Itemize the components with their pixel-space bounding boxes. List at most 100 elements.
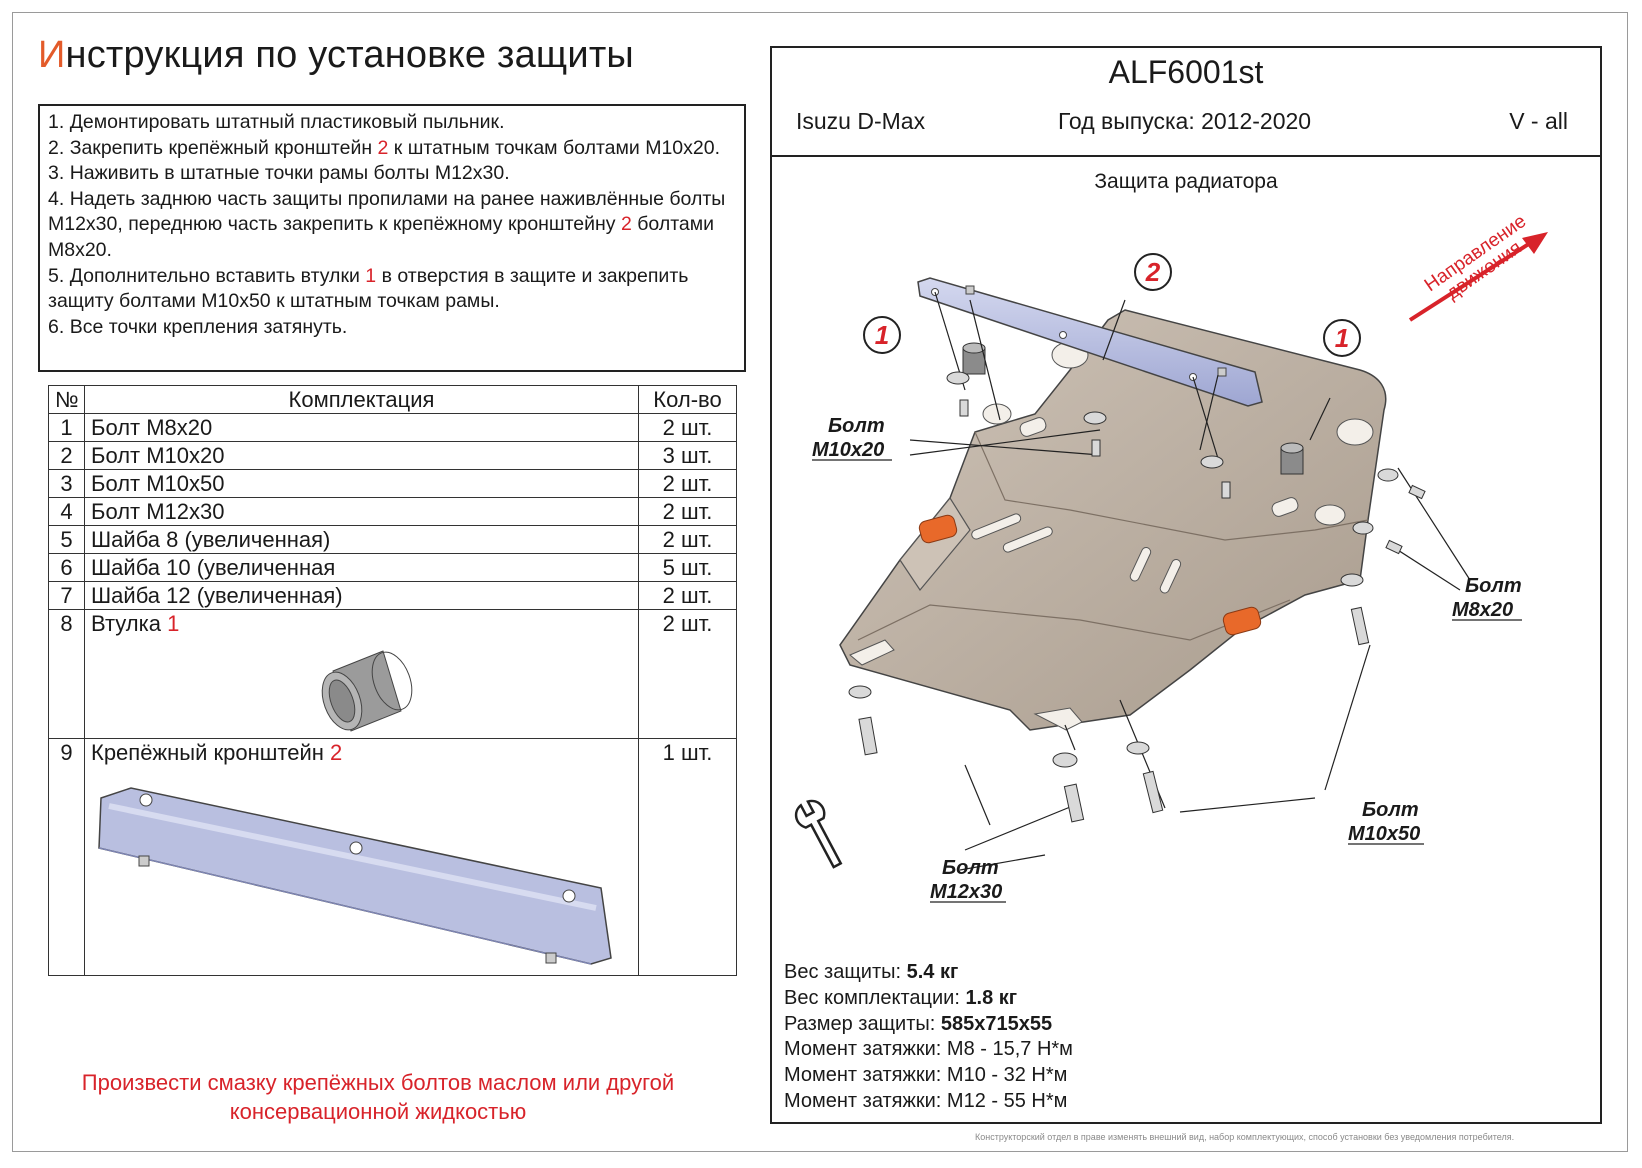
kit-item-name: Болт М12х30: [84, 497, 639, 526]
leader-lines: [909, 291, 1471, 871]
bolt-label-m8x20-line2: М8х20: [1452, 599, 1513, 621]
spec-label: Вес комплектации:: [784, 986, 966, 1009]
spec-line: Момент затяжки: М10 - 32 Н*м: [784, 1063, 1073, 1089]
part-reference: 1: [365, 264, 377, 287]
step-number: 6.: [48, 315, 70, 338]
bolt-label-m10x20-line1: Болт: [828, 415, 885, 437]
step-text: Наживить в штатные точки рамы болты М12х…: [69, 162, 510, 185]
brand-badge-right: [1222, 606, 1262, 636]
sleeve-image: [321, 650, 413, 732]
kit-item-name: Болт М10х50: [84, 469, 639, 498]
part-reference: 2: [620, 213, 632, 236]
step-number: 3.: [48, 162, 70, 185]
spec-label: Вес защиты:: [784, 961, 907, 983]
step-text: Все точки крепления затянуть.: [69, 315, 348, 338]
wrench-icon: [794, 799, 843, 869]
kit-item-number: 1: [48, 413, 85, 442]
bolt-label-m12x30: Болт М12х30: [930, 857, 1006, 903]
spec-line: Вес защиты: 5.4 кг: [784, 960, 1073, 986]
bolt-label-m10x50-line1: Болт: [1362, 799, 1419, 821]
spec-line: Вес комплектации: 1.8 кг: [784, 986, 1073, 1012]
callout-1-right: 1: [1323, 319, 1361, 357]
kit-item-name: Шайба 10 (увеличенная: [84, 553, 639, 582]
disclaimer-text: Конструкторский отдел в праве изменять в…: [975, 1132, 1515, 1142]
step-number: 5.: [48, 264, 70, 287]
installation-steps: 1. Демонтировать штатный пластиковый пыл…: [38, 104, 746, 372]
step-4: 4. Надеть заднюю часть защиты пропилами …: [48, 187, 736, 264]
kit-item-name: Шайба 12 (увеличенная): [84, 581, 639, 610]
kit-item-name: Шайба 8 (увеличенная): [84, 525, 639, 554]
kit-item-quantity: 2 шт.: [638, 413, 737, 442]
kit-item-quantity: 2 шт.: [638, 525, 737, 554]
exploded-view-drawing: 1 2 1 Направление движения Болт М10х20 Б…: [794, 211, 1548, 903]
kit-item-quantity: 5 шт.: [638, 553, 737, 582]
kit-item-quantity: 3 шт.: [638, 441, 737, 470]
kit-item-quantity: 2 шт.: [638, 581, 737, 610]
spec-line: Размер защиты: 585х715х55: [784, 1012, 1073, 1038]
spec-value: 5.4 кг: [906, 961, 959, 983]
direction-indicator: Направление движения: [1408, 211, 1548, 322]
bolt-label-m12x30-line1: Болт: [942, 857, 999, 879]
sleeve-right: [1280, 442, 1304, 475]
callout-2: 2: [1134, 253, 1172, 291]
step-text: Демонтировать штатный пластиковый пыльни…: [69, 111, 505, 133]
step-text: Дополнительно вставить втулки: [69, 264, 366, 287]
step-3: 3. Наживить в штатные точки рамы болты М…: [48, 161, 736, 187]
bolt-label-m8x20-line1: Болт: [1465, 575, 1522, 597]
step-number: 4.: [48, 187, 70, 210]
kit-item-name-text: Болт М10х20: [91, 443, 225, 468]
part-reference: 1: [167, 611, 180, 636]
kit-item-name: Втулка 1: [84, 609, 639, 739]
spec-value: М10 - 32 Н*м: [946, 1064, 1068, 1087]
production-years: Год выпуска: 2012-2020: [1058, 108, 1312, 134]
step-5: 5. Дополнительно вставить втулки 1 в отв…: [48, 264, 736, 315]
kit-item-number: 4: [48, 497, 85, 526]
bolt-label-m12x30-line2: М12х30: [930, 881, 1002, 903]
bolt-label-m10x50: Болт М10х50: [1348, 799, 1424, 845]
kit-item-number: 3: [48, 469, 85, 498]
step-text: болтами М8х20.: [48, 213, 715, 261]
kit-item-name-text: Шайба 12 (увеличенная): [91, 583, 343, 608]
step-1: 1. Демонтировать штатный пластиковый пыл…: [48, 110, 736, 136]
callout-1-left: 1: [863, 316, 901, 354]
product-panel: ALF6001st Isuzu D-Max Год выпуска: 2012-…: [770, 46, 1602, 1124]
kit-item-quantity: 2 шт.: [638, 609, 737, 739]
page-frame: [12, 12, 1628, 1152]
kit-item-name: Болт М10х20: [84, 441, 639, 470]
step-text: к штатным точкам болтами М10х20.: [388, 136, 721, 159]
kit-item-number: 8: [48, 609, 85, 739]
bolt-label-m10x50-line2: М10х50: [1348, 823, 1420, 845]
kit-item-name-text: Шайба 8 (увеличенная): [91, 527, 331, 552]
spec-value: М12 - 55 Н*м: [946, 1089, 1068, 1112]
spec-value: 585х715х55: [940, 1012, 1053, 1035]
brand-badge-left: [918, 514, 958, 544]
kit-item-name-text: Крепёжный кронштейн: [91, 740, 331, 765]
page-title: Инструкция по установке защиты: [38, 34, 634, 77]
kit-header-name: Комплектация: [84, 385, 639, 414]
spec-label: Момент затяжки:: [784, 1089, 947, 1112]
step-6: 6. Все точки крепления затянуть.: [48, 315, 736, 341]
spec-value: М8 - 15,7 Н*м: [946, 1038, 1073, 1061]
header-divider: [772, 155, 1600, 157]
title-first-letter: И: [38, 34, 66, 76]
kit-item-number: 9: [48, 738, 85, 976]
sleeve-left: [962, 342, 986, 375]
fasteners: [848, 371, 1426, 823]
kit-item-name-text: Болт М12х30: [91, 499, 225, 524]
bolt-label-m10x20: Болт М10х20: [812, 415, 892, 461]
kit-item-quantity: 2 шт.: [638, 497, 737, 526]
callout-1-right-label: 1: [1335, 323, 1349, 353]
product-code: ALF6001st: [1108, 54, 1264, 90]
spec-line: Момент затяжки: М8 - 15,7 Н*м: [784, 1037, 1073, 1063]
bolt-label-m8x20: Болт М8х20: [1452, 575, 1522, 621]
kit-item-name: Болт М8х20: [84, 413, 639, 442]
